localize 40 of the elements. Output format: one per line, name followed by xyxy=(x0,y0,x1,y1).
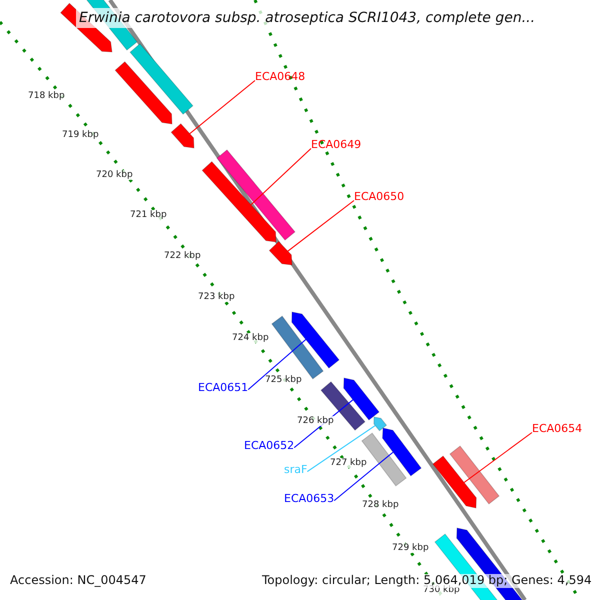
gene-block xyxy=(114,61,172,124)
scale-label: 726 kbp xyxy=(297,416,334,426)
gene-block xyxy=(130,43,194,115)
gene-block xyxy=(343,378,380,421)
scale-label: 725 kbp xyxy=(265,375,302,386)
gene-block xyxy=(216,149,296,241)
gene-label: ECA0650 xyxy=(354,191,404,204)
gene-block xyxy=(202,161,276,242)
scale-label: 722 kbp xyxy=(164,251,201,262)
scale-label: 727 kbp xyxy=(330,458,367,468)
gene-label: ECA0649 xyxy=(311,139,362,152)
leader-line xyxy=(306,425,376,472)
gene-block xyxy=(291,312,340,369)
gene-label: ECA0651 xyxy=(198,382,248,395)
accession-text: Accession: NC_004547 xyxy=(9,574,148,588)
scale-label: 723 kbp xyxy=(198,292,235,302)
gene-block xyxy=(382,428,422,476)
scale-label: 729 kbp xyxy=(392,543,429,554)
scale-label: 719 kbp xyxy=(62,130,99,140)
scale-label: 720 kbp xyxy=(96,170,133,180)
gene-block xyxy=(374,416,388,432)
gene-label: ECA0654 xyxy=(532,423,582,436)
gene-label: ECA0653 xyxy=(284,493,334,506)
scale-label: 724 kbp xyxy=(232,333,269,344)
gene-label: ECA0648 xyxy=(255,71,306,84)
scale-label: 728 kbp xyxy=(362,500,399,510)
gene-block xyxy=(432,455,477,508)
scale-label: 718 kbp xyxy=(28,91,65,102)
scale-label: 721 kbp xyxy=(130,210,167,220)
leader-line xyxy=(334,452,394,502)
leader-line xyxy=(189,80,256,134)
gene-block xyxy=(449,445,500,505)
gene-block xyxy=(268,240,292,266)
gene-block xyxy=(170,123,194,148)
leader-line xyxy=(248,339,306,390)
gene-label: sraF xyxy=(284,464,308,477)
gene-label: ECA0652 xyxy=(244,440,294,453)
leader-line xyxy=(250,148,312,206)
leader-line xyxy=(287,200,354,252)
leader-line xyxy=(464,432,532,483)
